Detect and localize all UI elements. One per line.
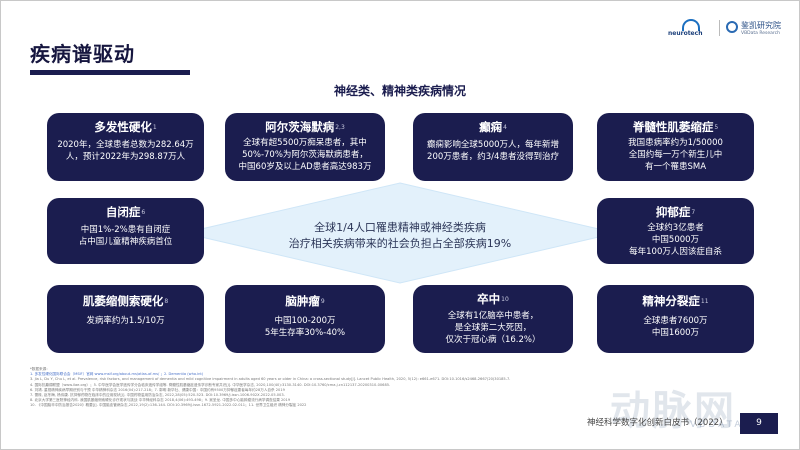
disease-card-multiple-sclerosis: 多发性硬化1 2020年，全球患者总数为282.64万人，预计2022年为298… <box>47 113 204 181</box>
reference-marker: 9 <box>320 298 325 305</box>
research-institute-logo: 鉴凯研究院 VBData Research <box>726 19 786 39</box>
reference-marker: 7 <box>691 209 696 216</box>
center-summary-line-1: 全球1/4人口罹患精神或神经类疾病 <box>314 221 486 234</box>
reference-marker: 4 <box>503 124 507 131</box>
section-subtitle: 神经类、精神类疾病情况 <box>333 84 466 98</box>
footnote-line[interactable]: 1. 多发性硬化国际联合会（MSIF）官网 www.msif.org/about… <box>30 372 204 377</box>
research-logo-icon <box>726 21 738 33</box>
footnote-line: *数据来源： <box>30 367 50 371</box>
page-number: 9 <box>740 413 778 434</box>
disease-name: 抑郁症7 <box>655 205 696 219</box>
disease-name: 癫痫4 <box>479 120 507 134</box>
report-title: 神经科学数字化创新白皮书（2022） <box>587 418 728 428</box>
disease-name: 脑肿瘤9 <box>285 294 325 308</box>
disease-name: 精神分裂症11 <box>642 294 709 308</box>
disease-card-schizophrenia: 精神分裂症11 全球患者7600万中国1600万 <box>597 285 754 353</box>
footnotes: *数据来源： 1. 多发性硬化国际联合会（MSIF）官网 www.msif.or… <box>30 367 610 409</box>
reference-marker: 1 <box>152 124 157 131</box>
disease-name: 阿尔茨海默病2,3 <box>265 120 345 134</box>
center-summary: 全球1/4人口罹患精神或神经类疾病 治疗相关疾病带来的社会负担占全部疾病19% <box>250 220 550 252</box>
disease-description: 中国1%-2%患有自闭症占中国儿童精神疾病首位 <box>78 225 173 247</box>
page-title: 疾病谱驱动 <box>30 42 135 66</box>
disease-card-stroke: 卒中10 全球有1亿脑卒中患者，是全球第二大死因，仅次于冠心病（16.2%） <box>413 285 573 353</box>
disease-description: 2020年，全球患者总数为282.64万人，预计2022年为298.87万人 <box>57 140 194 162</box>
disease-card-als: 肌萎缩侧索硬化8 发病率约为1.5/10万 <box>47 285 204 353</box>
research-logo-name-en: VBData Research <box>741 31 780 36</box>
logo-divider <box>719 20 720 36</box>
footnote-line: 10. 《中国脑卒中防治报告2020》概要[J]. 中国脑血管病杂志,2022,… <box>30 403 307 408</box>
reference-marker: 5 <box>714 124 719 131</box>
footnote-line: 8. 北京大学第三医院神经内科. 我国肌萎缩侧索硬化诊疗现状与挑战 中华神经科杂… <box>30 398 291 403</box>
disease-card-autism: 自闭症6 中国1%-2%患有自闭症占中国儿童精神疾病首位 <box>47 198 204 264</box>
reference-marker: 2,3 <box>335 124 345 131</box>
disease-description: 发病率约为1.5/10万 <box>86 316 165 326</box>
neurotech-logo-text: neurotech <box>668 30 703 37</box>
title-underline <box>30 70 190 75</box>
footnote-line: 7. 蕾珠, 赵冬梅, 杨伟康. 抗抑郁药物在临床中的应用现状[J]. 中国药物… <box>30 393 285 398</box>
disease-description: 全球约3亿患者中国5000万每年100万人因该症自杀 <box>629 223 722 257</box>
research-logo-name: 鉴凯研究院 <box>741 21 781 30</box>
reference-marker: 8 <box>164 298 169 305</box>
disease-name: 肌萎缩侧索硬化8 <box>82 294 169 308</box>
neurotech-logo-icon <box>682 19 700 31</box>
disease-name: 多发性硬化1 <box>94 120 157 134</box>
watermark-url: VBDATA.CN <box>690 420 769 430</box>
footnote-line: 3. Jia L, Du Y, Chu L, et al. Prevalence… <box>30 377 511 382</box>
neurotech-logo: neurotech <box>668 19 712 39</box>
disease-name: 卒中10 <box>477 292 509 306</box>
center-summary-line-2: 治疗相关疾病带来的社会负担占全部疾病19% <box>288 237 512 250</box>
reference-marker: 11 <box>700 298 709 305</box>
reference-marker: 10 <box>501 296 509 303</box>
disease-description: 全球患者7600万中国1600万 <box>643 316 708 338</box>
footnote-line: 4. 国际抗癫痫联盟（www.ilae.org）；5. 中华医学会医学遗传学分会… <box>30 382 391 387</box>
reference-marker: 6 <box>141 209 146 216</box>
disease-card-depression: 抑郁症7 全球约3亿患者中国5000万每年100万人因该症自杀 <box>597 198 754 264</box>
disease-name: 自闭症6 <box>105 205 146 219</box>
watermark: 动脉网 <box>610 388 736 434</box>
disease-description: 全球有1亿脑卒中患者，是全球第二大死因，仅次于冠心病（16.2%） <box>445 311 541 345</box>
footnote-line: 6. 刘靖. 重视精神疾病早期识别与干预 中华精神科杂志 2016(04):21… <box>30 387 285 392</box>
disease-name: 脊髓性肌萎缩症5 <box>632 120 719 134</box>
